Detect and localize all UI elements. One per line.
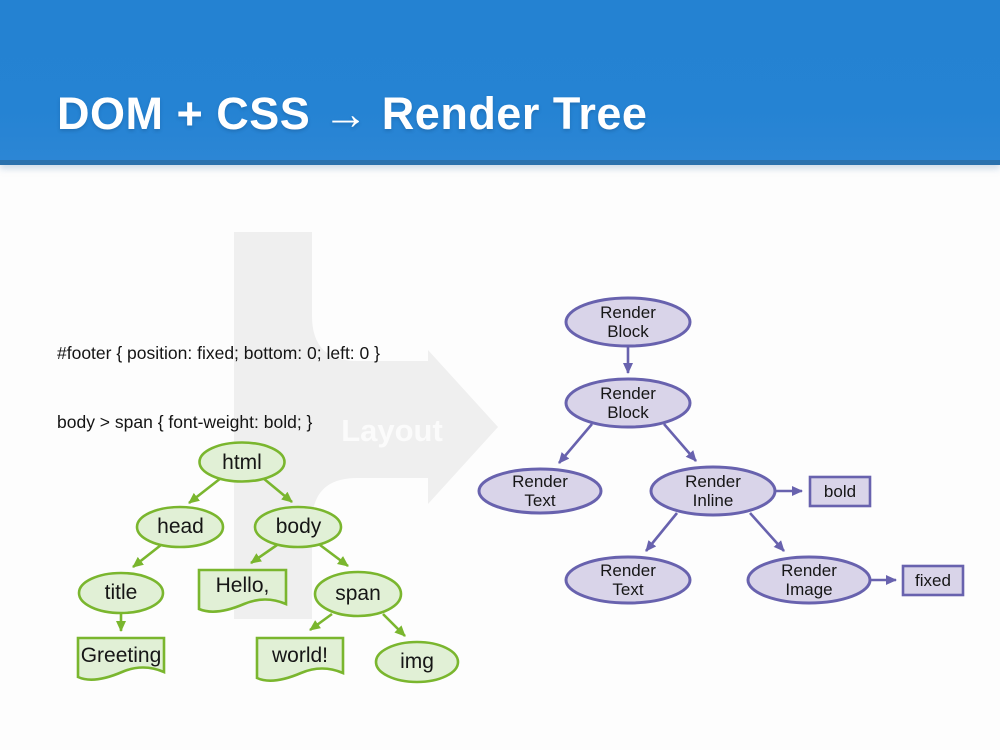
render-node-image-shape [746,555,872,605]
edge-span-img [382,613,406,637]
dom-node-world-shape [255,636,345,682]
edge-html-body [262,476,293,504]
edge-body-span [319,543,349,568]
edge-head-title [132,543,162,569]
dom-node-body-shape [253,505,343,549]
edge-rb2-rt1 [558,423,593,464]
render-node-text2-shape [564,555,692,605]
css-code-block: #footer { position: fixed; bottom: 0; le… [57,296,380,480]
edge-ri-rim [749,512,785,552]
edge-span-world [309,612,333,632]
dom-node-html-shape [198,441,286,483]
render-node-bold-shape [808,475,872,508]
dom-tree-nodes [76,441,460,684]
dom-node-title-shape [77,571,165,615]
page-title: DOM + CSS → Render Tree [57,88,648,139]
edge-ri-rt2 [644,512,679,552]
render-node-text1-shape [477,467,603,515]
render-node-fixed-shape [901,564,965,597]
dom-node-hello-shape [197,568,288,613]
watermark-label: Layout [341,413,443,448]
render-tree-nodes [477,296,965,605]
dom-node-span-shape [313,570,403,618]
edge-body-hello [250,543,278,565]
edge-rb2-ri [663,423,697,462]
render-tree-edges [558,347,897,585]
edge-html-head [188,476,222,505]
css-rule-footer: #footer { position: fixed; bottom: 0; le… [57,343,380,363]
dom-node-head-shape [135,505,225,549]
dom-node-img-shape [374,640,460,684]
header-band: DOM + CSS → Render Tree [0,0,1000,165]
render-node-block1-shape [564,296,692,348]
render-node-block2-shape [564,377,692,429]
dom-tree-edges [116,476,406,637]
dom-node-greeting-shape [76,636,166,681]
css-rule-span: body > span { font-weight: bold; } [57,412,313,432]
render-node-inline-shape [649,465,777,517]
